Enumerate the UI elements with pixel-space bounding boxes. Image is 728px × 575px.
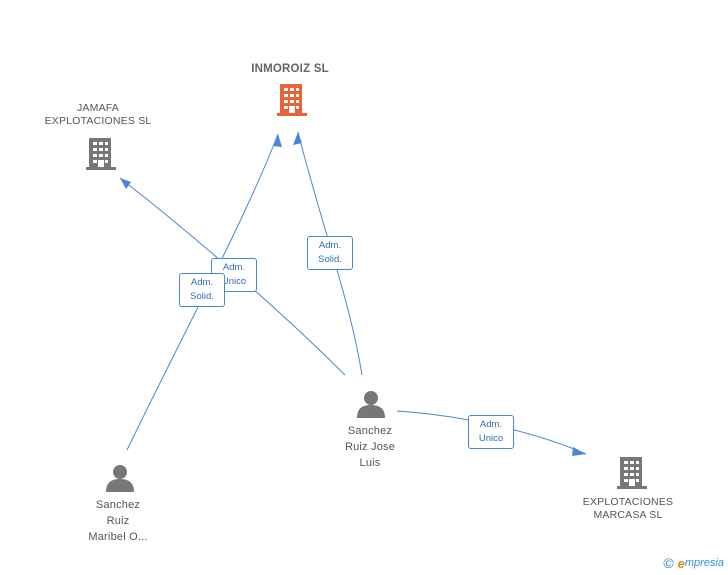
brand-logo-text: mpresia [684, 557, 724, 569]
arrowhead-jamafa [120, 178, 131, 189]
edge-label-jose-inmoroiz[interactable]: Adm. Solid. [307, 236, 353, 270]
edge-label-maribel-inmoroiz[interactable]: Adm. Solid. [179, 273, 225, 307]
brand-logo-initial: e [677, 555, 685, 571]
arrowhead-inmoroiz-right [293, 132, 302, 145]
arrowheads [120, 132, 586, 456]
node-label-sanchez-jose[interactable]: Sanchez Ruiz Jose Luis [344, 425, 396, 469]
node-label-sanchez-maribel[interactable]: Sanchez Ruiz Maribel O... [88, 499, 148, 543]
node-label-inmoroiz[interactable]: INMOROIZ SL [251, 63, 329, 75]
node-label-jamafa[interactable]: JAMAFA EXPLOTACIONES SL [44, 102, 152, 127]
edge-label-jose-marcasa[interactable]: Adm. Unico [468, 415, 514, 449]
copyright-symbol: © [663, 555, 674, 571]
node-label-marcasa[interactable]: EXPLOTACIONES MARCASA SL [582, 496, 674, 521]
arrowhead-marcasa [572, 447, 586, 456]
building-icon[interactable] [616, 456, 648, 490]
building-icon[interactable] [276, 83, 308, 117]
arrowhead-inmoroiz-left [273, 134, 282, 147]
person-icon[interactable] [105, 463, 135, 493]
person-icon[interactable] [356, 389, 386, 419]
building-icon[interactable] [85, 137, 117, 171]
